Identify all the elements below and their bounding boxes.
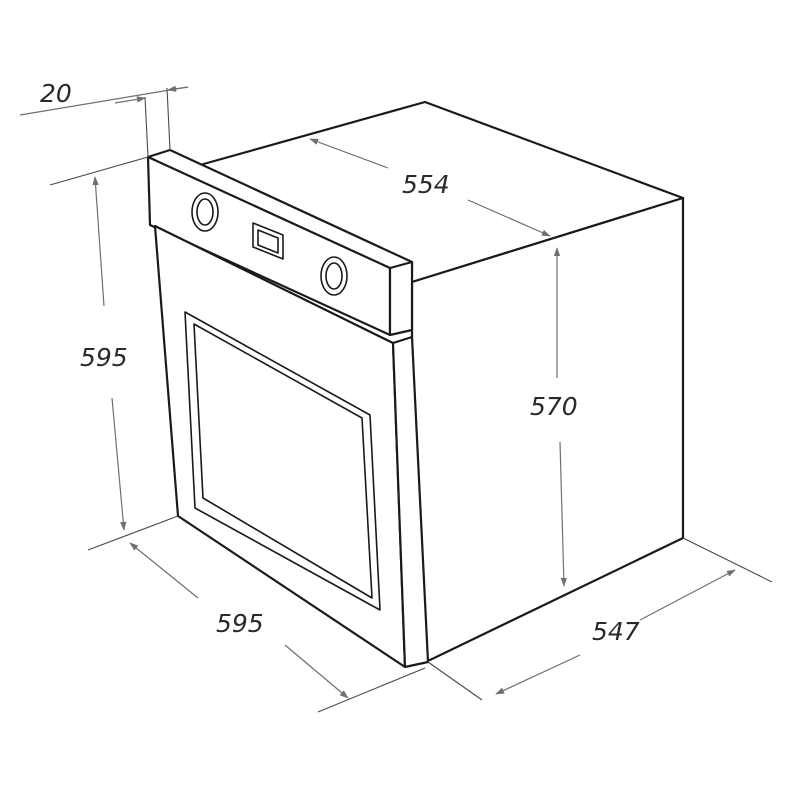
- left-knob-icon: [191, 192, 219, 232]
- label-body-width: 554: [402, 170, 450, 199]
- right-knob-inner: [325, 262, 343, 290]
- dim-line-front-width-b: [284, 644, 349, 699]
- control-panel-side: [388, 260, 414, 337]
- dim-line-depth-a: [495, 654, 581, 695]
- dim-arrow-thickness-b: [167, 85, 189, 92]
- display-screen: [257, 229, 279, 254]
- ext-height-bottom: [87, 515, 179, 551]
- ext-width-right: [317, 667, 426, 713]
- dimension-labels: 20 554 595 570 595 547: [40, 79, 640, 646]
- left-knob-inner: [196, 198, 214, 226]
- ext-height-top: [49, 156, 149, 186]
- oven-door: [153, 224, 430, 669]
- door-window-inner: [193, 323, 373, 599]
- right-knob-icon: [320, 256, 348, 296]
- dim-line-front-width-a: [129, 542, 199, 599]
- ext-depth-left: [427, 661, 483, 701]
- dim-line-body-width-a: [309, 138, 389, 169]
- label-body-height: 570: [530, 392, 578, 421]
- dim-line-thickness: [19, 86, 189, 116]
- dim-line-body-width-b: [467, 199, 551, 237]
- ext-thickness-right: [166, 87, 171, 151]
- extension-lines: [49, 87, 773, 713]
- control-panel: [146, 148, 414, 337]
- dim-line-front-height-b: [111, 397, 127, 531]
- dim-line-depth-b: [639, 569, 736, 621]
- label-front-width: 595: [216, 609, 264, 638]
- ext-thickness-left: [144, 96, 149, 158]
- dimension-lines: [19, 85, 736, 699]
- label-body-depth: 547: [592, 617, 640, 646]
- label-front-height: 595: [80, 343, 128, 372]
- display-icon: [252, 222, 284, 260]
- dim-line-front-height-a: [92, 176, 105, 307]
- door-window-outer: [184, 311, 381, 611]
- ext-depth-right: [682, 537, 773, 583]
- label-panel-thickness: 20: [40, 79, 72, 108]
- dim-arrow-thickness-a: [114, 96, 146, 104]
- dim-line-body-height-b: [559, 441, 567, 587]
